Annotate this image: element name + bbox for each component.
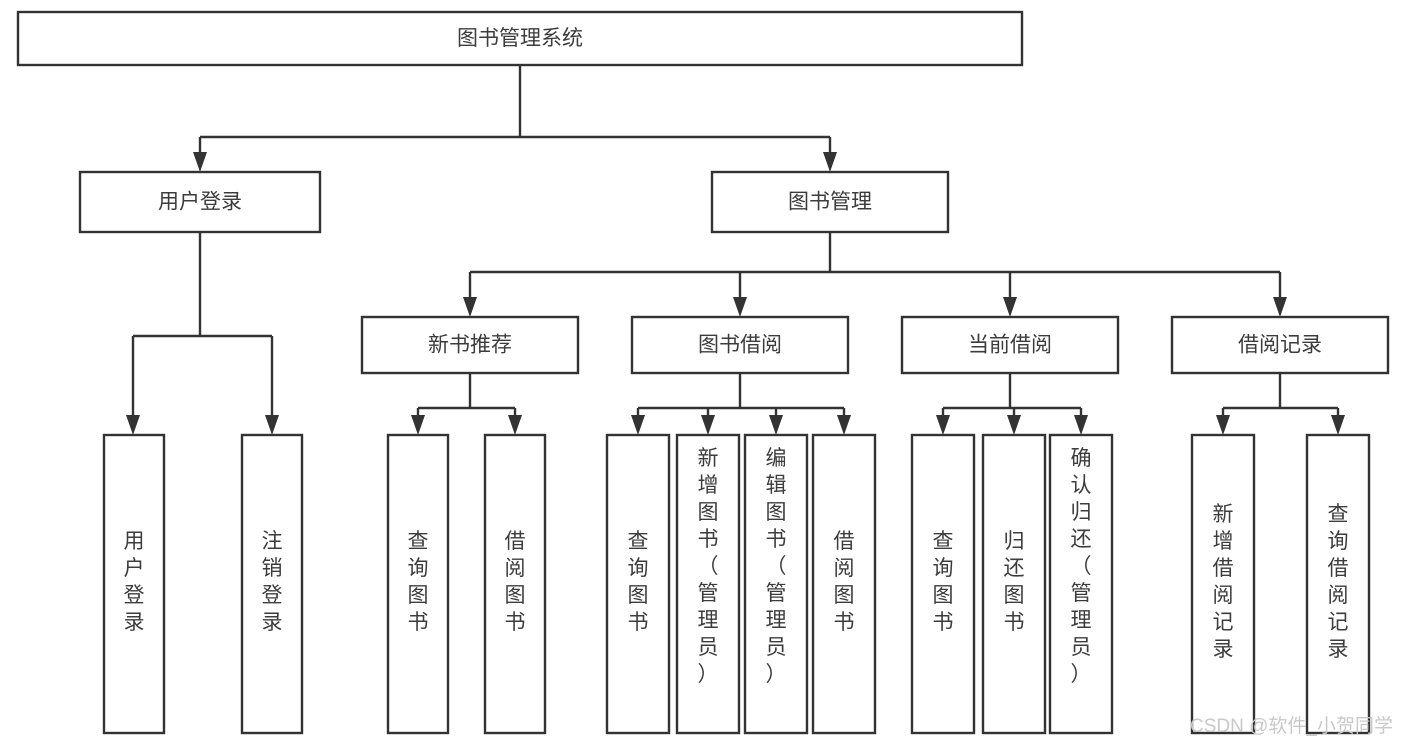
arrow-to-level3 bbox=[1003, 297, 1017, 317]
leaf-node-8-label: 借阅图书 bbox=[834, 530, 855, 634]
level2-node-2-label: 图书管理 bbox=[788, 191, 872, 214]
level3-node-2-label: 图书借阅 bbox=[698, 334, 782, 357]
leaf-node-7-box[interactable] bbox=[743, 433, 809, 735]
leaf-node-9[interactable]: 查询图书 bbox=[910, 433, 976, 735]
leaf-node-1-label: 用户登录 bbox=[124, 530, 145, 634]
leaf-node-6[interactable]: 新增图书（管理员） bbox=[675, 433, 741, 735]
leaf-node-6-label: 新增图书（管理员） bbox=[698, 447, 719, 686]
arrow-to-level3 bbox=[733, 297, 747, 317]
leaf-node-4-box[interactable] bbox=[483, 433, 547, 735]
leaf-node-3[interactable]: 查询图书 bbox=[386, 433, 450, 735]
level2-node-2[interactable]: 图书管理 bbox=[710, 170, 950, 234]
arrow-to-level3 bbox=[463, 297, 477, 317]
arrow-to-leaf bbox=[769, 415, 783, 435]
arrow-to-level2 bbox=[193, 152, 207, 172]
arrow-to-leaf bbox=[265, 415, 279, 435]
leaf-node-13[interactable]: 查询借阅记录 bbox=[1305, 433, 1371, 735]
level3-node-1[interactable]: 新书推荐 bbox=[360, 315, 580, 375]
root-node-图书管理系统-box[interactable] bbox=[16, 10, 1024, 67]
watermark-layer: CSDN @软件_小贺同学 bbox=[1190, 715, 1393, 737]
leaf-node-2[interactable]: 注销登录 bbox=[240, 433, 304, 735]
arrow-to-leaf bbox=[508, 415, 522, 435]
arrow-to-leaf bbox=[1007, 415, 1021, 435]
level3-node-2[interactable]: 图书借阅 bbox=[630, 315, 850, 375]
leaf-node-11-label: 确认归还（管理员） bbox=[1071, 447, 1092, 686]
level3-node-3[interactable]: 当前借阅 bbox=[900, 315, 1120, 375]
leaf-node-5-label: 查询图书 bbox=[628, 530, 649, 634]
node-layer: 图书管理系统用户登录图书管理新书推荐图书借阅当前借阅借阅记录用户登录注销登录查询… bbox=[16, 10, 1390, 735]
leaf-node-10-box[interactable] bbox=[981, 433, 1047, 735]
level3-node-4-label: 借阅记录 bbox=[1238, 334, 1322, 357]
leaf-node-6-box[interactable] bbox=[675, 433, 741, 735]
level2-node-1-label: 用户登录 bbox=[158, 191, 242, 214]
leaf-node-11-box[interactable] bbox=[1048, 433, 1114, 735]
leaf-node-13-box[interactable] bbox=[1305, 433, 1371, 735]
arrow-to-leaf bbox=[936, 415, 950, 435]
arrow-to-leaf bbox=[701, 415, 715, 435]
leaf-node-5-box[interactable] bbox=[605, 433, 671, 735]
leaf-node-7-label: 编辑图书（管理员） bbox=[766, 447, 787, 686]
leaf-node-8[interactable]: 借阅图书 bbox=[811, 433, 877, 735]
leaf-node-10[interactable]: 归还图书 bbox=[981, 433, 1047, 735]
arrow-to-level3 bbox=[1273, 297, 1287, 317]
leaf-node-11[interactable]: 确认归还（管理员） bbox=[1048, 433, 1114, 735]
arrow-to-leaf bbox=[1216, 415, 1230, 435]
leaf-node-2-box[interactable] bbox=[240, 433, 304, 735]
leaf-node-12-box[interactable] bbox=[1190, 433, 1256, 735]
leaf-node-4[interactable]: 借阅图书 bbox=[483, 433, 547, 735]
leaf-node-3-label: 查询图书 bbox=[408, 530, 429, 634]
leaf-node-3-box[interactable] bbox=[386, 433, 450, 735]
leaf-node-8-box[interactable] bbox=[811, 433, 877, 735]
leaf-node-9-label: 查询图书 bbox=[933, 530, 954, 634]
level3-node-1-label: 新书推荐 bbox=[428, 334, 512, 357]
leaf-node-13-label: 查询借阅记录 bbox=[1328, 503, 1349, 661]
level3-node-4-box[interactable] bbox=[1170, 315, 1390, 375]
arrow-to-leaf bbox=[837, 415, 851, 435]
leaf-node-9-box[interactable] bbox=[910, 433, 976, 735]
arrow-to-leaf bbox=[1074, 415, 1088, 435]
level3-node-3-box[interactable] bbox=[900, 315, 1120, 375]
leaf-node-12[interactable]: 新增借阅记录 bbox=[1190, 433, 1256, 735]
level2-node-1-box[interactable] bbox=[78, 170, 322, 234]
csdn-watermark: CSDN @软件_小贺同学 bbox=[1190, 715, 1393, 737]
leaf-node-5[interactable]: 查询图书 bbox=[605, 433, 671, 735]
leaf-node-1-box[interactable] bbox=[102, 433, 166, 735]
arrow-to-leaf bbox=[411, 415, 425, 435]
root-node-图书管理系统-label: 图书管理系统 bbox=[457, 27, 583, 50]
leaf-node-10-label: 归还图书 bbox=[1004, 530, 1025, 634]
level3-node-4[interactable]: 借阅记录 bbox=[1170, 315, 1390, 375]
level2-node-1[interactable]: 用户登录 bbox=[78, 170, 322, 234]
connector-layer bbox=[126, 65, 1345, 435]
root-node-图书管理系统[interactable]: 图书管理系统 bbox=[16, 10, 1024, 67]
level3-node-1-box[interactable] bbox=[360, 315, 580, 375]
level3-node-2-box[interactable] bbox=[630, 315, 850, 375]
arrow-to-leaf bbox=[631, 415, 645, 435]
arrow-to-level2 bbox=[823, 152, 837, 172]
leaf-node-2-label: 注销登录 bbox=[262, 530, 283, 634]
leaf-node-7[interactable]: 编辑图书（管理员） bbox=[743, 433, 809, 735]
level3-node-3-label: 当前借阅 bbox=[968, 334, 1052, 357]
arrow-to-leaf bbox=[1331, 415, 1345, 435]
leaf-node-1[interactable]: 用户登录 bbox=[102, 433, 166, 735]
leaf-node-4-label: 借阅图书 bbox=[505, 530, 526, 634]
arrow-to-leaf bbox=[126, 415, 140, 435]
level2-node-2-box[interactable] bbox=[710, 170, 950, 234]
leaf-node-12-label: 新增借阅记录 bbox=[1213, 503, 1234, 661]
